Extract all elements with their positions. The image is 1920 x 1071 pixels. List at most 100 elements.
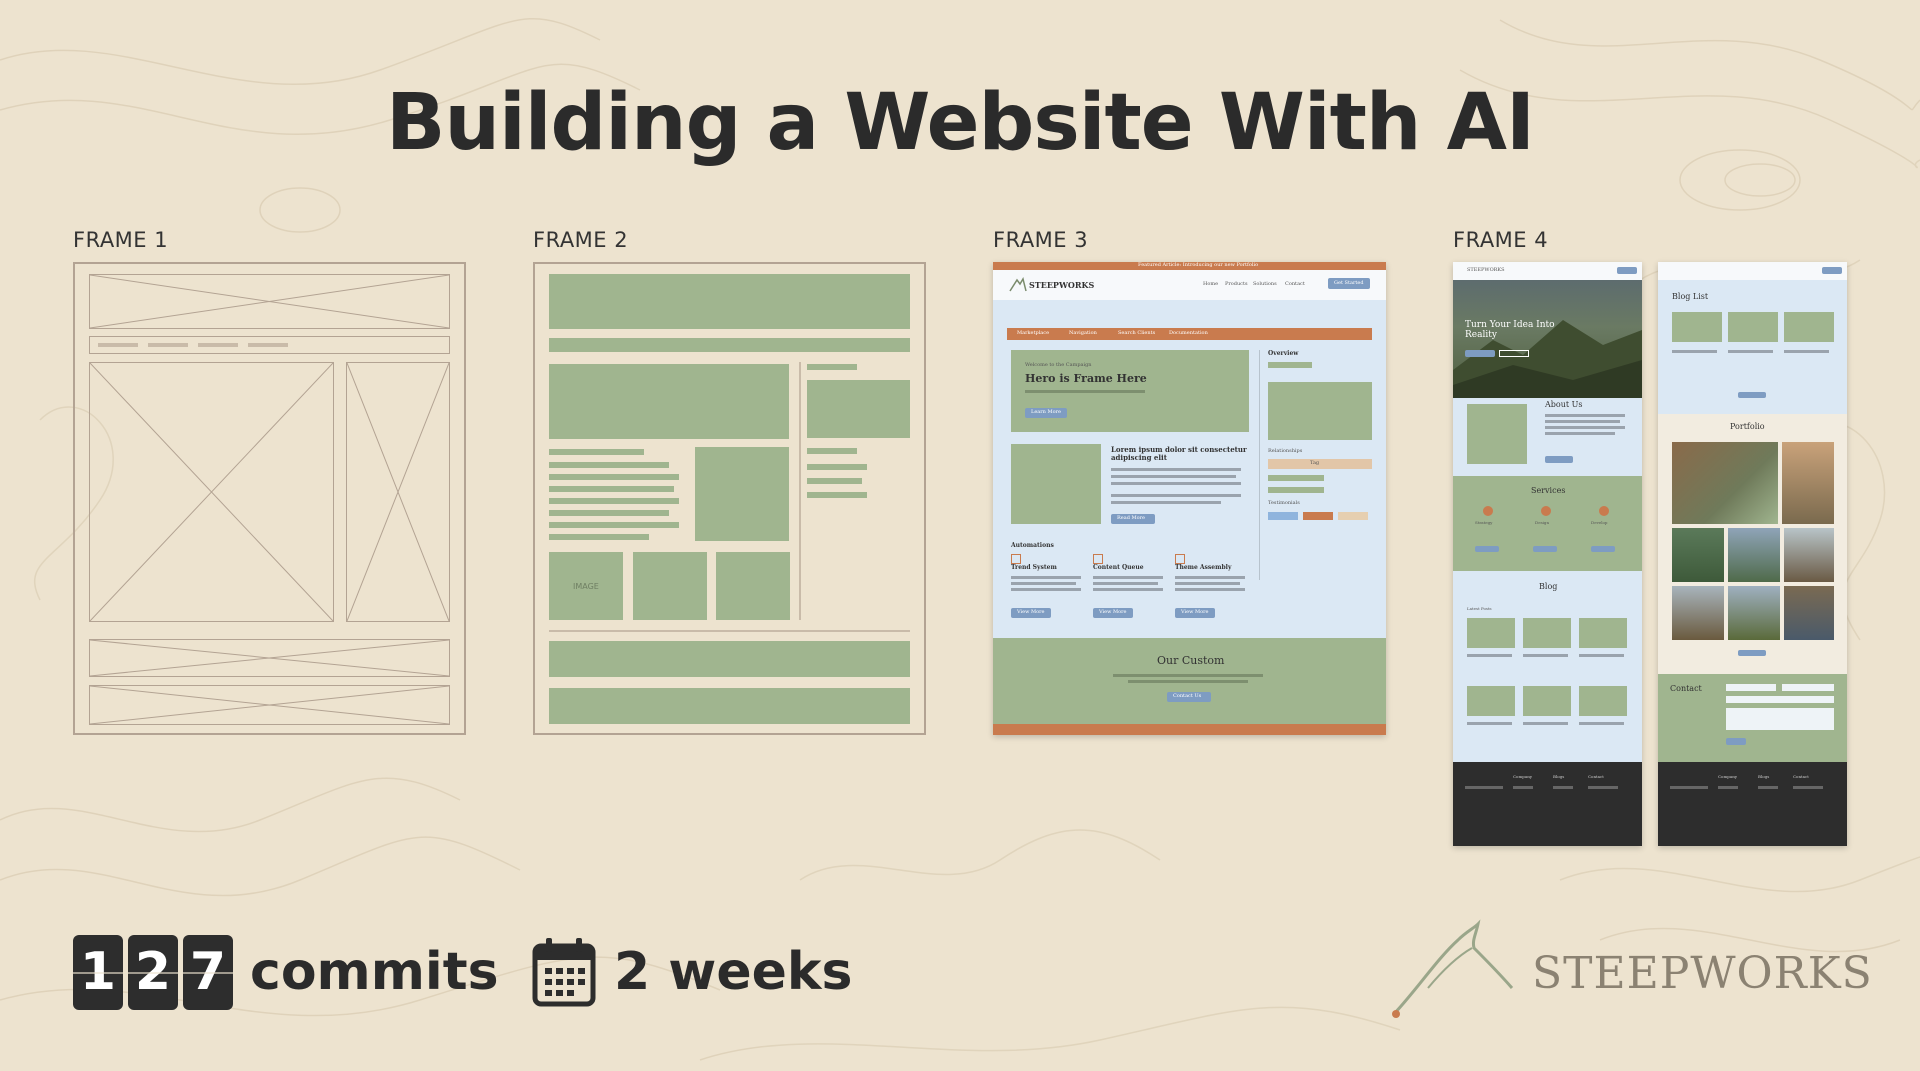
duration-label: 2 weeks xyxy=(614,942,853,1002)
card-button-3[interactable]: View More xyxy=(1175,608,1215,618)
subnav-item-3[interactable]: Search Clients xyxy=(1118,330,1156,336)
top-banner: Featured Article: Introducing our new Po… xyxy=(1138,262,1259,268)
footer-placeholder xyxy=(89,685,450,725)
cta-button[interactable]: Contact Us xyxy=(1167,692,1211,702)
portfolio-image-5 xyxy=(1784,528,1834,582)
about-image xyxy=(1467,404,1527,464)
section-title: Automations xyxy=(1011,542,1054,549)
services-title: Services xyxy=(1531,486,1566,495)
section-placeholder xyxy=(89,639,450,677)
contact-section: Contact xyxy=(1658,674,1847,762)
footer-col-company-a: Company xyxy=(1513,774,1533,779)
footer-b: Company Blogs Contact xyxy=(1658,762,1847,846)
nav-block xyxy=(549,338,910,352)
nav-cta-button[interactable]: Get Started xyxy=(1328,278,1370,289)
footer-block xyxy=(549,688,910,724)
thumb-block-1: IMAGE xyxy=(549,552,623,620)
sidebar-tag[interactable]: Tag xyxy=(1268,459,1372,469)
hero-title-a: Turn Your Idea Into Reality xyxy=(1465,320,1555,340)
contact-field-2[interactable] xyxy=(1782,684,1834,691)
service-icon-2 xyxy=(1541,506,1551,516)
hero-button-a[interactable] xyxy=(1465,350,1495,357)
section-divider xyxy=(549,630,910,632)
commit-digit-1: 1 xyxy=(73,935,123,1010)
commits-label: commits xyxy=(250,942,499,1002)
frame-4-page-b: Blog List Portfolio Contact Company Blog… xyxy=(1658,262,1847,846)
frame-1-label: FRAME 1 xyxy=(73,228,169,252)
card-title-2: Content Queue xyxy=(1093,564,1144,571)
blog-title-a: Blog xyxy=(1539,582,1558,591)
nav-item-home[interactable]: Home xyxy=(1203,281,1219,287)
contact-submit[interactable] xyxy=(1726,738,1746,745)
cta-section: Our Custom Contact Us xyxy=(993,638,1386,724)
frame-2-blockout: IMAGE xyxy=(533,262,926,735)
service-label-3: Develop xyxy=(1591,520,1608,525)
hero-block xyxy=(549,364,789,439)
service-icon-3 xyxy=(1599,506,1609,516)
mountain-logo-icon xyxy=(1009,277,1027,292)
portfolio-image-1 xyxy=(1672,442,1778,524)
about-title: About Us xyxy=(1545,400,1583,409)
footer-a: Company Blogs Contact xyxy=(1453,762,1642,846)
about-button[interactable] xyxy=(1545,456,1573,463)
sidebar-subtitle-2: Testimonials xyxy=(1268,500,1300,506)
section-block xyxy=(549,641,910,677)
card-icon-1 xyxy=(1011,554,1021,564)
image-placeholder-text: IMAGE xyxy=(573,582,599,591)
header-placeholder xyxy=(89,274,450,329)
portfolio-image-8 xyxy=(1784,586,1834,640)
calendar-icon xyxy=(532,938,596,1007)
hero-mountain-image: Turn Your Idea Into Reality xyxy=(1453,280,1642,398)
cta-title: Our Custom xyxy=(1157,654,1225,667)
mountain-logo-icon xyxy=(1392,919,1514,1018)
footer-col-contact-a: Contact xyxy=(1588,774,1604,779)
service-icon-1 xyxy=(1483,506,1493,516)
sidebar-subtitle: Relationships xyxy=(1268,448,1303,454)
card-title-3: Theme Assembly xyxy=(1175,564,1232,571)
blog-subtitle-a: Latest Posts xyxy=(1467,606,1492,611)
hero-button[interactable]: Learn More xyxy=(1025,408,1067,418)
card-icon-3 xyxy=(1175,554,1185,564)
hero-title: Hero is Frame Here xyxy=(1025,372,1147,385)
page-title: Building a Website With AI xyxy=(386,78,1535,168)
main-content-placeholder xyxy=(89,362,334,622)
card-button-1[interactable]: View More xyxy=(1011,608,1051,618)
sidebar-image-block xyxy=(807,380,910,438)
portfolio-title: Portfolio xyxy=(1730,422,1765,431)
thumb-block-2 xyxy=(633,552,707,620)
nav-button-a[interactable] xyxy=(1617,267,1637,274)
thumb-block-3 xyxy=(716,552,790,620)
contact-field-1[interactable] xyxy=(1726,684,1776,691)
frame-2-label: FRAME 2 xyxy=(533,228,629,252)
card-button-2[interactable]: View More xyxy=(1093,608,1133,618)
hero-kicker: Welcome to the Campaign xyxy=(1025,362,1092,368)
brand-name-a: STEEPWORKS xyxy=(1467,267,1505,273)
frame-1-wireframe xyxy=(73,262,466,735)
nav-item-contact[interactable]: Contact xyxy=(1285,281,1305,287)
contact-field-3[interactable] xyxy=(1726,696,1834,703)
feature-title: Lorem ipsum dolor sit consectetur adipis… xyxy=(1111,445,1247,462)
contact-title: Contact xyxy=(1670,684,1702,693)
subnav-item-4[interactable]: Documentation xyxy=(1169,330,1208,336)
footer-col-contact-b: Contact xyxy=(1793,774,1809,779)
logo-text: STEEPWORKS xyxy=(1532,948,1873,999)
feature-button[interactable]: Read More xyxy=(1111,514,1155,524)
subnav-item-1[interactable]: Marketplace xyxy=(1017,330,1050,336)
contact-message[interactable] xyxy=(1726,708,1834,730)
card-icon-2 xyxy=(1093,554,1103,564)
content-divider xyxy=(1259,350,1260,580)
nav-item-solutions[interactable]: Solutions xyxy=(1253,281,1277,287)
frame-4-page-a: STEEPWORKS Turn Your Idea Into Reality A… xyxy=(1453,262,1642,846)
subnav-item-2[interactable]: Navigation xyxy=(1069,330,1097,336)
frame-3-label: FRAME 3 xyxy=(993,228,1089,252)
nav-placeholder xyxy=(89,336,450,354)
column-divider xyxy=(799,362,801,620)
footer-col-blogs-b: Blogs xyxy=(1758,774,1770,779)
nav-button-b[interactable] xyxy=(1822,267,1842,274)
footer-col-company-b: Company xyxy=(1718,774,1738,779)
service-label-2: Design xyxy=(1535,520,1550,525)
frame-4-label: FRAME 4 xyxy=(1453,228,1549,252)
nav-item-products[interactable]: Products xyxy=(1225,281,1248,287)
footer-col-blogs-a: Blogs xyxy=(1553,774,1565,779)
hero-card: Welcome to the Campaign Hero is Frame He… xyxy=(1011,350,1249,432)
